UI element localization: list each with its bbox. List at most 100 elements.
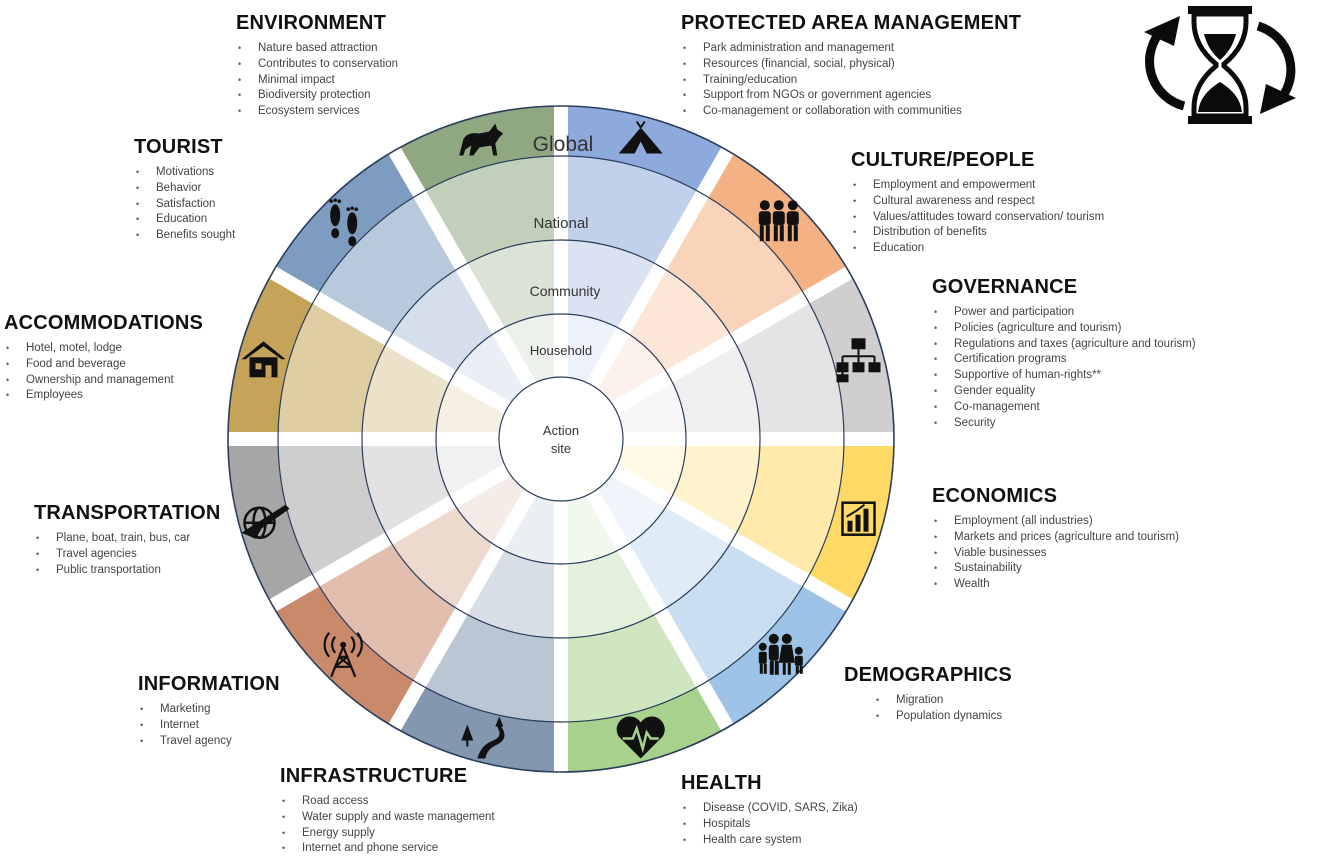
radio-tower-icon (323, 632, 363, 678)
ring-label-global: Global (533, 133, 594, 156)
category-infrastructure: INFRASTRUCTURE Road access Water supply … (280, 765, 495, 857)
category-title: TOURIST (134, 136, 223, 158)
list-item: Gender equality (932, 384, 1196, 400)
list-item: Hotel, motel, lodge (4, 341, 203, 357)
category-health: HEALTH Disease (COVID, SARS, Zika) Hospi… (681, 772, 858, 848)
category-information: INFORMATION Marketing Internet Travel ag… (138, 673, 280, 749)
category-title: HEALTH (681, 772, 762, 794)
list-item: Wealth (932, 577, 1179, 593)
center-label-action: Action (543, 423, 579, 438)
category-title: INFORMATION (138, 673, 280, 695)
sector-infrastructure-band-3 (498, 492, 561, 564)
list-item: Resources (financial, social, physical) (681, 57, 1021, 73)
sector-protected-area-management-band-1 (561, 156, 703, 267)
list-item: Park administration and management (681, 41, 1021, 57)
category-list: Disease (COVID, SARS, Zika) Hospitals He… (681, 801, 858, 848)
center-label-site: site (551, 441, 571, 456)
sector-accommodations-band-0 (228, 272, 316, 439)
category-title: INFRASTRUCTURE (280, 765, 468, 787)
category-culture-people: CULTURE/PEOPLE Employment and empowermen… (851, 149, 1104, 257)
list-item: Road access (280, 794, 495, 810)
list-item: Travel agencies (34, 547, 221, 563)
category-governance: GOVERNANCE Power and participation Polic… (932, 276, 1196, 431)
list-item: Ecosystem services (236, 104, 398, 120)
list-item: Nature based attraction (236, 41, 398, 57)
list-item: Travel agency (138, 734, 280, 750)
list-item: Security (932, 416, 1196, 432)
category-environment: ENVIRONMENT Nature based attraction Cont… (236, 12, 398, 120)
list-item: Water supply and waste management (280, 810, 495, 826)
category-list: Plane, boat, train, bus, car Travel agen… (34, 531, 221, 578)
globe-plane-icon (241, 504, 290, 539)
category-protected-area-management: PROTECTED AREA MANAGEMENT Park administr… (681, 12, 1021, 120)
sector-tourist-band-0 (272, 150, 420, 298)
category-list: Employment and empowerment Cultural awar… (851, 178, 1104, 257)
sector-gap (269, 266, 511, 415)
family-icon (758, 633, 803, 675)
ring-outline (227, 105, 895, 773)
category-economics: ECONOMICS Employment (all industries) Ma… (932, 485, 1179, 593)
category-title: CULTURE/PEOPLE (851, 149, 1035, 171)
list-item: Cultural awareness and respect (851, 194, 1104, 210)
category-list: Power and participation Policies (agricu… (932, 305, 1196, 431)
sector-environment-band-0 (394, 106, 561, 194)
house-icon (241, 341, 286, 378)
category-list: Employment (all industries) Markets and … (932, 514, 1179, 593)
list-item: Employment (all industries) (932, 514, 1179, 530)
category-title: ACCOMMODATIONS (4, 312, 204, 334)
wolf-icon (459, 123, 504, 156)
list-item: Contributes to conservation (236, 57, 398, 73)
sector-environment-band-1 (419, 156, 561, 267)
list-item: Migration (874, 693, 1012, 709)
sector-information-band-1 (315, 538, 462, 685)
tent-icon (618, 120, 663, 154)
sector-protected-area-management-band-3 (561, 314, 624, 386)
category-list: Park administration and management Resou… (681, 41, 1021, 120)
heart-pulse-icon (616, 716, 665, 759)
hourglass-cycle-icon (1144, 6, 1296, 124)
list-item: Benefits sought (134, 228, 235, 244)
sector-gap (388, 147, 537, 389)
sector-transportation-band-1 (278, 439, 389, 581)
ring-outline (435, 313, 687, 565)
ring-outline (361, 239, 761, 639)
category-list: Road access Water supply and waste manag… (280, 794, 495, 857)
list-item: Plane, boat, train, bus, car (34, 531, 221, 547)
category-title: PROTECTED AREA MANAGEMENT (681, 12, 1022, 34)
list-item: Certification programs (932, 352, 1196, 368)
list-item: Co-management (932, 400, 1196, 416)
sector-health-band-1 (561, 611, 703, 722)
sector-information-band-3 (452, 470, 530, 548)
list-item: Values/attitudes toward conservation/ to… (851, 210, 1104, 226)
list-item: Marketing (138, 702, 280, 718)
category-list: Nature based attraction Contributes to c… (236, 41, 398, 120)
list-item: Education (851, 241, 1104, 257)
sector-economics-band-1 (733, 439, 844, 581)
category-list: Motivations Behavior Satisfaction Educat… (134, 165, 235, 244)
bar-chart-icon (841, 501, 876, 536)
list-item: Ownership and management (4, 373, 203, 389)
list-item: Energy supply (280, 826, 495, 842)
sector-culture-people-band-3 (592, 330, 670, 408)
list-item: Hospitals (681, 817, 858, 833)
ring-label-national: National (533, 215, 588, 232)
list-item: Biodiversity protection (236, 88, 398, 104)
list-item: Policies (agriculture and tourism) (932, 321, 1196, 337)
sector-tourist-band-3 (452, 330, 530, 408)
list-item: Behavior (134, 181, 235, 197)
list-item: Public transportation (34, 563, 221, 579)
sector-governance-band-1 (733, 297, 844, 439)
list-item: Population dynamics (874, 709, 1012, 725)
list-item: Support from NGOs or government agencies (681, 88, 1021, 104)
list-item: Health care system (681, 833, 858, 849)
category-title: ENVIRONMENT (236, 12, 386, 34)
list-item: Employees (4, 388, 203, 404)
category-list: Marketing Internet Travel agency (138, 702, 280, 749)
sector-gap (269, 463, 511, 612)
ring-label-community: Community (530, 283, 601, 299)
sector-governance-band-3 (614, 376, 686, 439)
list-item: Employment and empowerment (851, 178, 1104, 194)
org-chart-icon (836, 338, 881, 383)
category-title: DEMOGRAPHICS (844, 664, 1012, 686)
